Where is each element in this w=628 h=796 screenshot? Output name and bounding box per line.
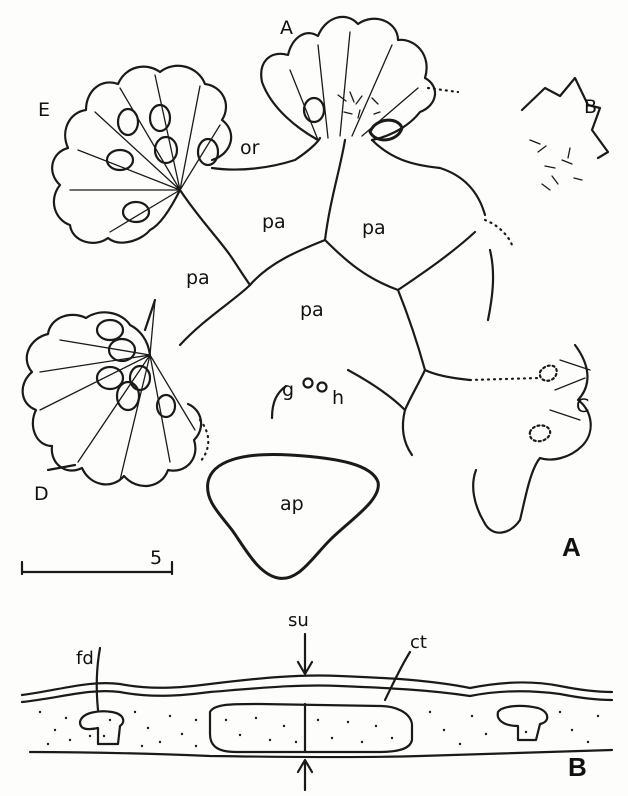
- pore-g-marker: [304, 379, 313, 388]
- label-fd: fd: [76, 648, 94, 669]
- ct-leader-line: [385, 652, 410, 700]
- label-pa-2: pa: [362, 217, 386, 239]
- petaloid-d: [23, 300, 209, 486]
- petaloid-c: [470, 345, 591, 533]
- central-plate-outline: [210, 704, 412, 752]
- anal-plate-outline: [208, 454, 379, 578]
- petaloid-b: [522, 78, 608, 190]
- scale-bar-label: 5: [150, 547, 162, 569]
- label-or: or: [240, 137, 260, 159]
- pore-h-marker: [318, 383, 327, 392]
- fd-leader-line: [97, 648, 100, 710]
- label-g: g: [282, 379, 294, 401]
- panel-a-label: A: [562, 532, 581, 562]
- panel-b: su ct fd B: [22, 610, 612, 790]
- label-ct: ct: [410, 632, 427, 653]
- label-plate-b: B: [584, 96, 597, 118]
- panel-b-label: B: [568, 752, 587, 782]
- feature-fd-left: [80, 711, 123, 744]
- feature-fd-right: [498, 706, 548, 740]
- label-plate-d: D: [34, 483, 49, 505]
- label-plate-e: E: [38, 99, 50, 121]
- label-pa-1: pa: [262, 211, 286, 233]
- label-su: su: [288, 610, 309, 631]
- label-plate-a: A: [280, 17, 293, 39]
- su-arrow-top: [298, 634, 312, 674]
- plate-sutures: [145, 138, 512, 455]
- label-h: h: [332, 387, 344, 409]
- label-pa-3: pa: [186, 267, 210, 289]
- panel-a: A B C D E or pa pa pa pa ap g h 5 A: [22, 17, 608, 579]
- label-plate-c: C: [576, 395, 589, 417]
- label-pa-4: pa: [300, 299, 324, 321]
- su-arrow-bottom: [298, 760, 312, 790]
- label-ap: ap: [280, 493, 304, 515]
- petaloid-e: [52, 66, 231, 243]
